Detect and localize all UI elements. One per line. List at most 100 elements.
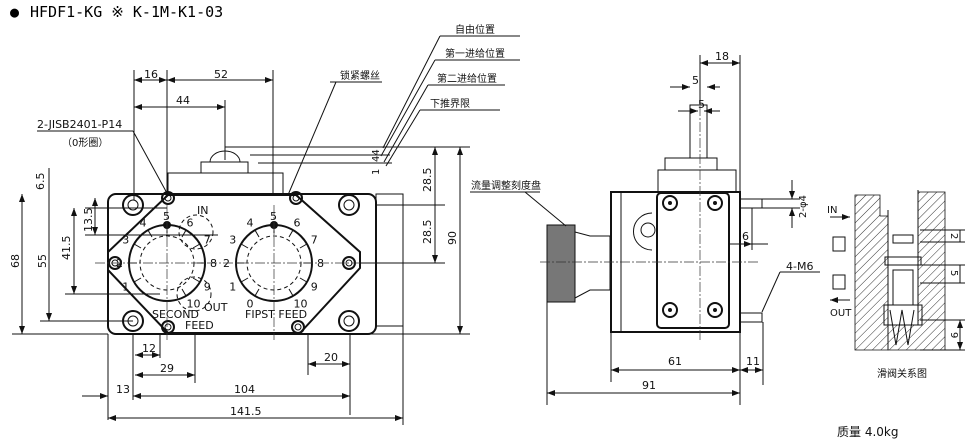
knob-collar [574,231,611,299]
bolt-hole [343,315,355,327]
bolt-icon [338,194,360,216]
dial-number: 1 [122,281,129,294]
dial-number: 4 [140,216,147,229]
bolt-hole [127,199,139,211]
dial-number: 4 [247,216,254,229]
bolt-icon [662,302,678,318]
dial-number: 7 [204,234,211,247]
plunger-stem[interactable] [689,104,708,159]
valve-housing-left [854,194,889,351]
locating-pin [739,198,763,209]
dial-tick [288,288,294,297]
dial-tick [240,243,249,249]
dim-13-5: 13.5 [82,208,95,233]
dial-number: 5 [270,210,277,223]
dim-1: 1 [371,169,382,175]
bolt-center [713,201,717,205]
bolt-center [668,201,672,205]
dial-tick [299,243,308,249]
bolt-icon [161,320,175,334]
position-first-feed: 第一进给位置 [445,47,505,60]
bolt-icon [640,222,656,238]
dial-number: 7 [311,234,318,247]
dim-68: 68 [9,254,22,268]
dim-41-5: 41.5 [60,236,73,261]
dim-90: 90 [446,231,459,245]
dim-6-5: 6.5 [34,173,47,191]
dial-number: 1 [229,281,236,294]
second-label: SECOND [152,308,199,321]
m6-bolt-end [739,312,763,323]
bolt-icon [338,310,360,332]
dial-number: 5 [163,210,170,223]
dial-tick [133,277,142,283]
dim-18: 18 [715,50,729,63]
dim-5-upper: 5 [692,74,699,87]
top-cap [200,161,249,174]
dim-44-small: 44 [371,149,382,162]
dial-tick [147,229,153,238]
dim-5-valve: 5 [948,270,959,276]
dim-11: 11 [746,355,760,368]
out-port-outline [176,276,212,312]
title-bullet: ● [10,3,19,21]
bolt-hole [343,199,355,211]
dim-28-5-lower: 28.5 [421,220,434,245]
dim-28-5-upper: 28.5 [421,168,434,193]
dial-tick [133,243,142,249]
dim-9: 9 [948,332,959,338]
position-second-feed: 第二进给位置 [437,72,497,85]
check-valve-symbol [832,236,846,252]
dial-tick [299,277,308,283]
dial-number: 6 [294,216,301,229]
spring-icon [889,309,915,346]
in-port-outline [178,214,214,250]
dim-91: 91 [642,379,656,392]
side-top-cap [664,157,718,171]
bolt-icon [662,195,678,211]
slide-valve-diagram: IN OUT 2 5 9 滑阀关系图 [827,190,965,380]
dial-number: 3 [122,234,129,247]
mass-label: 质量 4.0kg [837,425,898,439]
valve-diagram-caption: 滑阀关系图 [877,367,927,380]
spool-land [892,234,914,244]
first-feed-label: FIPST FEED [245,308,307,321]
dial-number: 8 [210,257,217,270]
dial-number: 9 [311,281,318,294]
in-label: IN [197,204,208,217]
dial-tick [181,229,187,238]
bolt-hole [294,323,302,331]
flow-adjust-knob[interactable] [546,224,576,303]
valve-in-label: IN [827,205,837,216]
dial-tick [288,229,294,238]
bolt-center [713,308,717,312]
dial-number: 0 [247,298,254,311]
dim-61: 61 [668,355,682,368]
bolt-hole [292,194,300,202]
dial-tick [254,229,260,238]
dim-2: 2 [948,233,959,239]
spool-land [884,256,922,266]
dial-number: 2 [223,257,230,270]
top-block [167,172,284,195]
bolt-icon [707,195,723,211]
position-free: 自由位置 [455,23,495,36]
oring-label: 2-JISB2401-P14 [37,118,122,131]
bolt-icon [291,320,305,334]
feed-label: FEED [185,319,214,332]
dial-tick [254,288,260,297]
dial-number: 3 [229,234,236,247]
bolt-icon [707,302,723,318]
drawing-title: HFDF1-KG ※ K-1M-K1-03 [30,3,223,21]
lock-screw-label: 锁紧螺丝 [340,69,380,82]
dial-tick [192,243,201,249]
dim-55: 55 [36,254,49,268]
valve-out-label: OUT [830,308,852,319]
side-plate [656,192,730,329]
oring-note: （0形圈） [62,137,108,149]
front-side-extension [375,193,404,327]
bolt-hole [164,323,172,331]
